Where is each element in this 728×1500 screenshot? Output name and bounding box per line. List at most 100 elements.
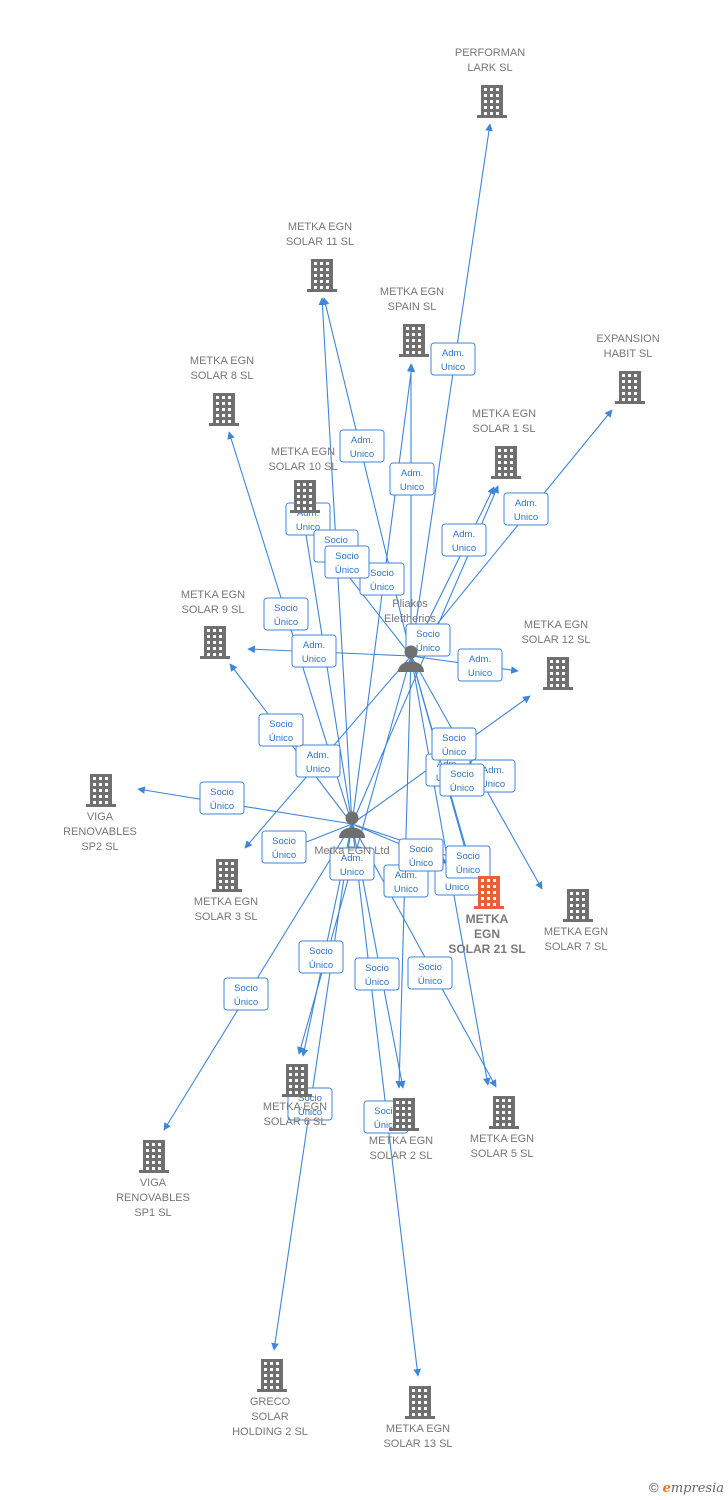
edge-badge-text: Único — [370, 582, 394, 593]
brand-logo[interactable]: empresia — [662, 1481, 724, 1496]
edge-badge[interactable]: Adm.Unico — [291, 634, 337, 668]
edge-badge-box — [339, 429, 385, 463]
edge-badge-box — [407, 956, 453, 990]
node-label: METKA EGN — [194, 896, 258, 908]
brand-footer[interactable]: ©empresia — [649, 1480, 724, 1496]
node-label: METKA EGN — [288, 221, 352, 233]
node-metka_ltd[interactable]: Metka EGN Ltd — [314, 811, 390, 858]
edge-badge-text: Adm. — [395, 870, 417, 881]
edge-pliakos-performan — [410, 123, 493, 657]
edge-badge[interactable]: Adm.Unico — [457, 648, 503, 682]
node-label: SP1 SL — [134, 1207, 171, 1219]
node-label: SOLAR — [251, 1411, 288, 1423]
edge-metka_ltd-greco — [271, 823, 353, 1351]
building-icon — [212, 859, 242, 892]
edge-badge-text: Adm. — [297, 508, 319, 519]
edge-badge-text: Adm. — [303, 640, 325, 651]
edge-badge-text: Unico — [441, 362, 465, 373]
edge-badge[interactable]: Adm.Unico — [339, 429, 385, 463]
node-label: GRECO — [250, 1396, 291, 1408]
edge-badge[interactable]: Adm.Unico — [503, 492, 549, 526]
building-icon — [474, 876, 504, 909]
node-label: SOLAR 1 SL — [473, 423, 536, 435]
edge-badge-text: Único — [442, 747, 466, 758]
edge-badge[interactable]: Adm. Unico — [389, 462, 435, 496]
edge-badge[interactable]: Adm.Unico — [441, 523, 487, 557]
edge-badge-box — [441, 523, 487, 557]
edge-badge[interactable]: Adm.Unico — [430, 342, 476, 376]
node-solar3[interactable]: METKA EGN SOLAR 3 SL — [194, 859, 258, 923]
edge-badge-text: Único — [416, 643, 440, 654]
edge-badge-text: Único — [418, 976, 442, 987]
node-solar11[interactable]: METKA EGN SOLAR 11 SL — [286, 221, 354, 292]
edge-badge-box — [263, 597, 309, 631]
edge-badge-text: Único — [374, 1120, 398, 1131]
edge-badge-box — [261, 830, 307, 864]
building-icon — [139, 1140, 169, 1173]
building-icon — [389, 1098, 419, 1131]
edge-pliakos-expansion — [410, 409, 613, 657]
node-label: SOLAR 21 SL — [448, 942, 525, 956]
node-label: METKA EGN — [271, 446, 335, 458]
edge-badge-box — [223, 977, 269, 1011]
edge-badge-text: Socio — [335, 551, 359, 562]
node-label: VIGA — [140, 1177, 167, 1189]
edge-metka_ltd-solar10 — [301, 521, 353, 825]
building-icon — [307, 259, 337, 292]
node-label: SOLAR 12 SL — [521, 634, 590, 646]
edge-badge-text: Socio — [374, 1106, 398, 1117]
edge-badge-text: Socio — [234, 983, 258, 994]
edge-badge-box — [359, 562, 405, 596]
edge-badge-text: Único — [450, 783, 474, 794]
edge-badge-text: Adm. — [401, 468, 423, 479]
node-label: SOLAR 11 SL — [286, 236, 354, 248]
edge-badge[interactable]: Adm.Unico — [295, 744, 341, 778]
building-icon — [399, 324, 429, 357]
edge-badge-box — [298, 940, 344, 974]
node-label: METKA EGN — [369, 1135, 433, 1147]
building-icon — [405, 1386, 435, 1419]
edge-badge-text: Unico — [400, 482, 424, 493]
edge-badge[interactable]: Adm.Unico — [329, 847, 375, 881]
node-label: SOLAR 5 SL — [471, 1148, 534, 1160]
edge-badge-text: Único — [274, 617, 298, 628]
node-label: SOLAR 3 SL — [195, 911, 258, 923]
edge-badge-box — [457, 648, 503, 682]
edge-badge-box — [199, 781, 245, 815]
edge-badge-text: Socio — [418, 962, 442, 973]
